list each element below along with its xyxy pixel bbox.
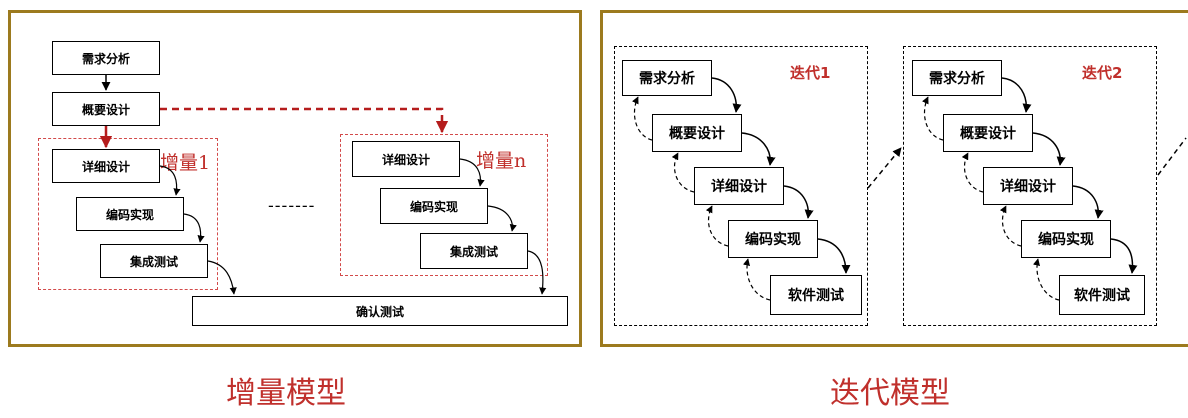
increment-n-label: 增量n	[476, 150, 527, 172]
outline-design-box: 概要设计	[52, 92, 160, 126]
increment-n-integration-test-box: 集成测试	[420, 233, 528, 269]
iteration-1-outline-design-box: 概要设计	[652, 114, 742, 152]
iteration-2-label: 迭代2	[1082, 64, 1123, 82]
increment-n-frame	[340, 134, 548, 276]
iteration-2-software-test-box: 软件测试	[1059, 275, 1145, 315]
increment-n-coding-box: 编码实现	[380, 188, 488, 224]
increment-n-detailed-design-box: 详细设计	[352, 141, 460, 177]
increment-1-integration-test-box: 集成测试	[100, 244, 208, 278]
ellipsis: -------	[268, 196, 316, 215]
iteration-2-detailed-design-box: 详细设计	[983, 167, 1073, 205]
iteration-1-software-test-box: 软件测试	[770, 275, 862, 315]
increment-1-detailed-design-box: 详细设计	[52, 149, 160, 183]
iteration-1-label: 迭代1	[790, 64, 831, 82]
iteration-2-outline-design-box: 概要设计	[943, 114, 1033, 152]
acceptance-test-box: 确认测试	[192, 296, 568, 326]
requirements-analysis-box: 需求分析	[52, 41, 160, 75]
iteration-1-coding-box: 编码实现	[728, 220, 818, 258]
iteration-2-coding-box: 编码实现	[1021, 220, 1111, 258]
increment-1-frame	[38, 138, 218, 290]
iterative-model-caption: 迭代模型	[830, 376, 950, 411]
iteration-1-detailed-design-box: 详细设计	[694, 167, 784, 205]
iteration-1-requirements-box: 需求分析	[622, 60, 712, 96]
iteration-2-requirements-box: 需求分析	[912, 60, 1002, 96]
increment-1-coding-box: 编码实现	[76, 197, 184, 231]
incremental-model-caption: 增量模型	[226, 376, 346, 411]
increment-1-label: 增量1	[160, 152, 211, 174]
iteration-2-frame	[903, 46, 1157, 326]
